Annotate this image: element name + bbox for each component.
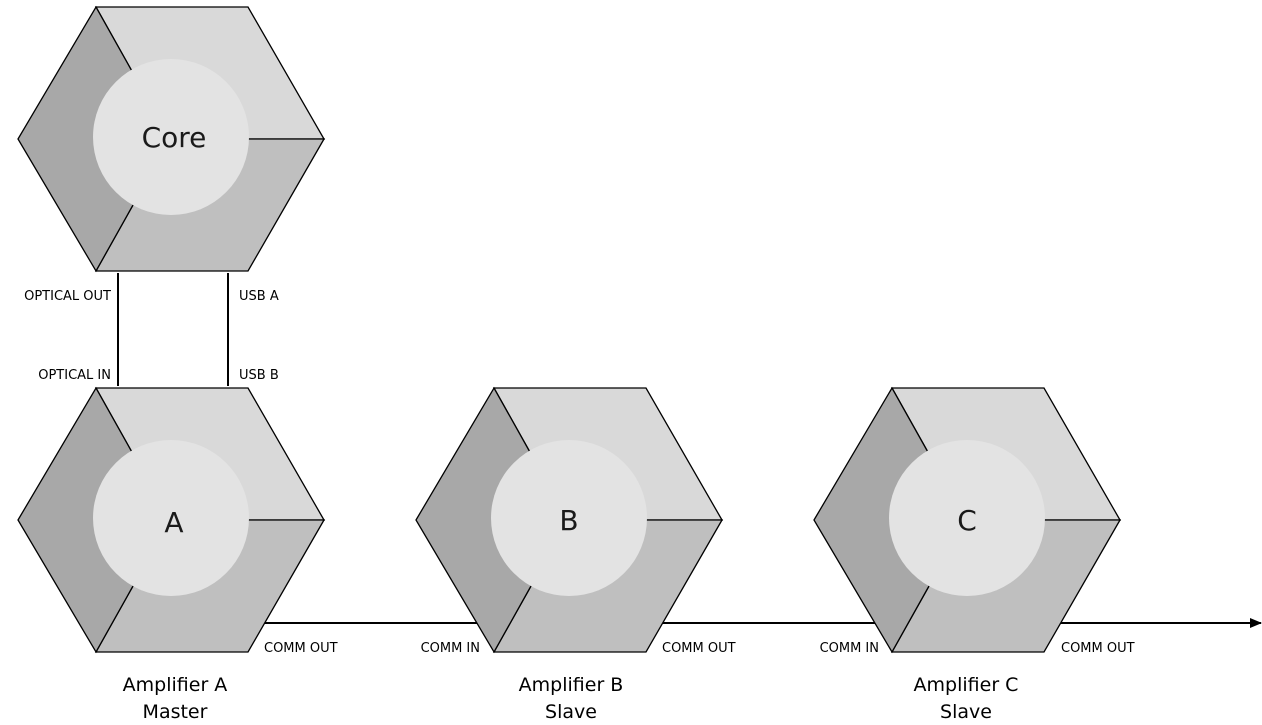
amplifier-c-name: Amplifier C [914,674,1019,696]
optical-out-label: OPTICAL OUT [24,289,111,304]
core-label: Core [142,121,207,154]
usb-b-label: USB B [239,368,279,383]
amplifier-a-role: Master [143,701,208,723]
amplifier-c-comm-out-label: COMM OUT [1061,641,1135,656]
amplifier-a-node: A [17,386,326,654]
core-node: Core [17,5,326,273]
usb-a-label: USB A [239,289,279,304]
amplifier-c-letter: C [957,504,977,537]
hex-center-circle [93,59,249,215]
amplifier-a-name: Amplifier A [123,674,228,696]
amplifier-b-name: Amplifier B [519,674,624,696]
amplifier-a-letter: A [164,506,183,539]
amplifier-c-comm-in-label: COMM IN [820,641,879,656]
amplifier-c-node: C [813,386,1122,654]
hex-center-circle [889,440,1045,596]
amplifier-b-node: B [415,386,724,654]
amplifier-c-hexagon: C [813,386,1122,654]
amplifier-a-hexagon: A [17,386,326,654]
hex-center-circle [491,440,647,596]
amplifier-b-comm-in-label: COMM IN [421,641,480,656]
amplifier-b-letter: B [559,504,578,537]
amplifier-a-comm-out-label: COMM OUT [264,641,338,656]
hex-center-circle [93,440,249,596]
amplifier-b-role: Slave [545,701,597,723]
optical-in-label: OPTICAL IN [38,368,111,383]
core-hexagon: Core [17,5,326,273]
amplifier-b-comm-out-label: COMM OUT [662,641,736,656]
amplifier-b-hexagon: B [415,386,724,654]
amplifier-c-role: Slave [940,701,992,723]
